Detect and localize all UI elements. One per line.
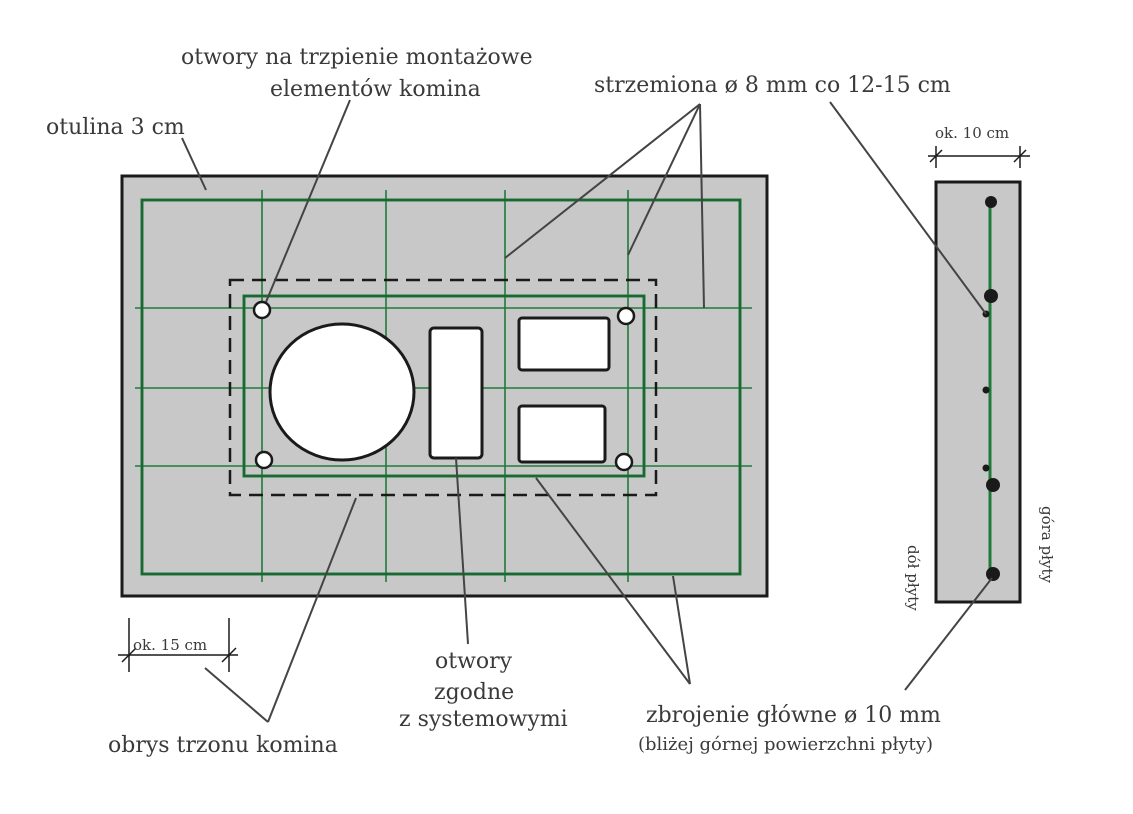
- spacing-dimension-label: ok. 15 cm: [133, 636, 207, 654]
- dimension-spacing: [118, 618, 238, 672]
- slab-bottom-label: dół płyty: [904, 545, 922, 611]
- leader-lines: [181, 99, 993, 723]
- slab-section-view: [934, 180, 1022, 604]
- thickness-dimension-label: ok. 10 cm: [935, 124, 1009, 142]
- vent-opening: [428, 326, 484, 460]
- system-openings: [268, 316, 611, 464]
- section-bars: [982, 196, 1000, 581]
- mounting-holes-label-line2: elementów komina: [270, 77, 481, 102]
- duct-opening-bottom: [517, 404, 607, 464]
- openings-label-line3: z systemowymi: [399, 707, 568, 732]
- duct-opening-top: [517, 316, 611, 372]
- slab-top-label: góra płyty: [1038, 506, 1056, 583]
- chimney-core-outline: [228, 278, 658, 497]
- openings-label-line1: otwory: [435, 649, 513, 674]
- section-outline: [934, 180, 1022, 604]
- mounting-holes-label-line1: otwory na trzpienie montażowe: [181, 45, 533, 70]
- main-rebar-label: zbrojenie główne ø 10 mm: [646, 703, 941, 728]
- slab-plan-view: [120, 174, 769, 598]
- cover-label: otulina 3 cm: [46, 115, 185, 140]
- chimney-outline-label: obrys trzonu komina: [108, 733, 338, 758]
- flue-opening: [268, 322, 416, 462]
- openings-label-line2: zgodne: [434, 680, 514, 705]
- stirrups-label: strzemiona ø 8 mm co 12-15 cm: [594, 73, 951, 98]
- dimension-thickness: [928, 146, 1030, 168]
- main-rebar-note: (bliżej górnej powierzchni płyty): [638, 734, 933, 755]
- mounting-holes: [252, 300, 636, 472]
